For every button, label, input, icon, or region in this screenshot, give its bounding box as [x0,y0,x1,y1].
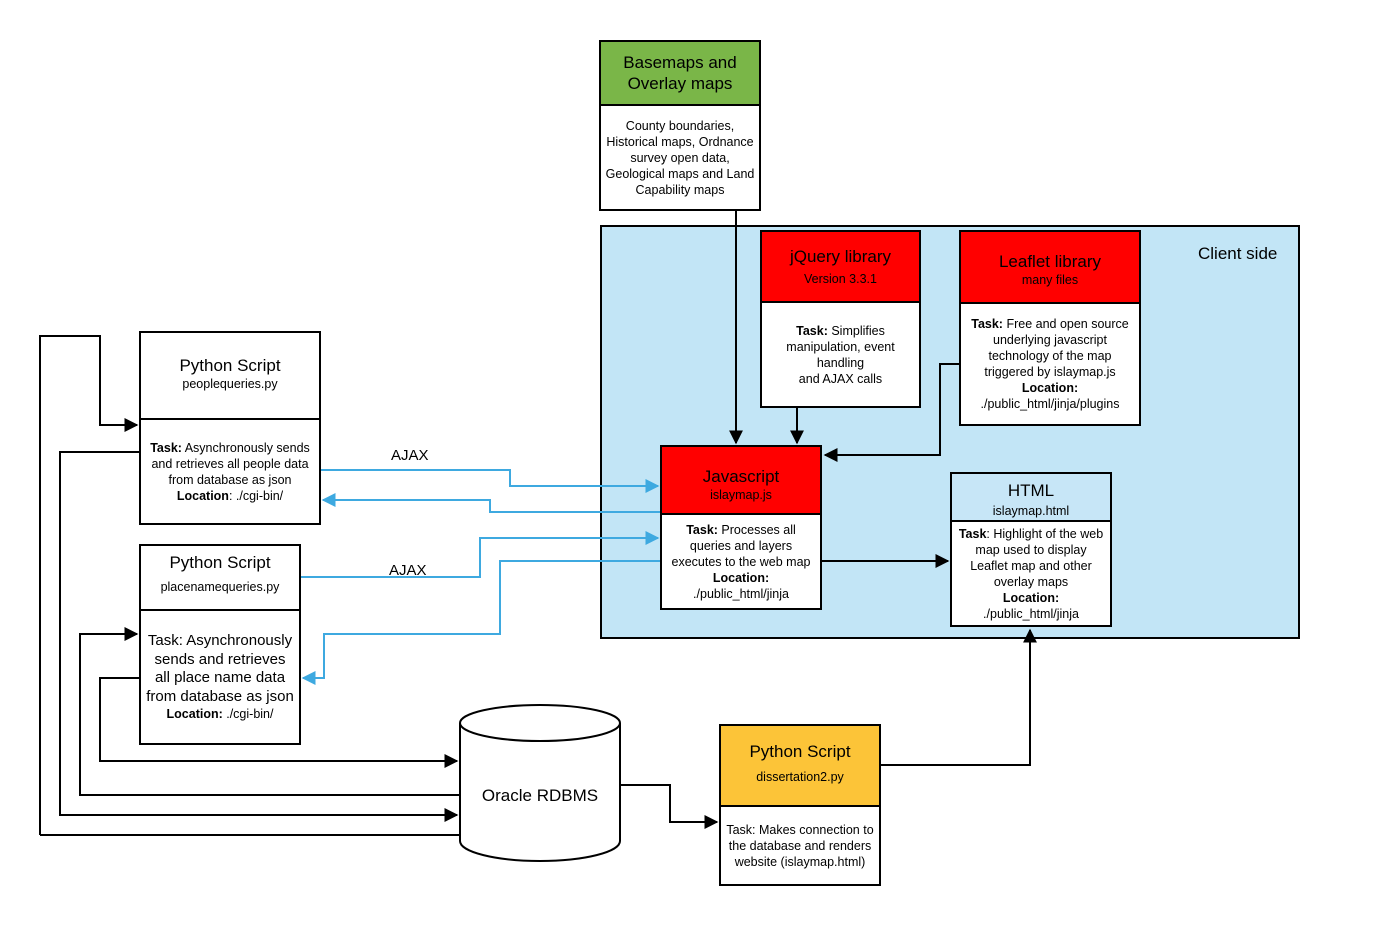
arrow-oracle-to-dissertation [620,784,719,829]
javascript-subtitle: islaymap.js [710,488,772,502]
arrow-loop-to-people [39,335,139,835]
basemaps-body: County boundaries, Historical maps, Ordn… [601,106,759,209]
dissertation-task-text: Task: Makes connection to the database a… [726,822,874,869]
placename-script-subtitle: placenamequeries.py [160,580,280,594]
html-box: HTML islaymap.html Task: Highlight of th… [950,472,1112,627]
html-task-text: : Highlight of the web map used to displ… [970,526,1104,589]
leaflet-body: Task: Free and open source underlying ja… [961,304,1139,424]
people-task-label: Task: [150,440,182,455]
dissertation-script-subtitle: dissertation2.py [756,770,844,784]
jquery-task-text-2: and AJAX calls [798,371,883,386]
people-location-label: Location [176,488,229,503]
jquery-task-label: Task: [796,323,828,338]
people-script-box: Python Script peoplequeries.py Task: Asy… [139,331,321,525]
oracle-cylinder [459,704,621,862]
javascript-body: Task: Processes all queries and layers e… [662,515,820,608]
ajax-label-people: AJAX [391,447,429,464]
dissertation-script-title: Python Script [749,742,851,761]
leaflet-task-label: Task: [971,317,1003,331]
arrow-loop-to-placename [79,627,460,796]
oracle-label: Oracle RDBMS [481,786,599,805]
ajax-javascript-to-placename [301,560,660,685]
placename-task-text: Task: Asynchronously sends and retrieves… [146,632,294,705]
html-location: ./public_html/jinja [983,606,1079,621]
leaflet-location: ./public_html/jinja/plugins [980,397,1120,411]
people-location: : ./cgi-bin/ [228,488,284,503]
arrow-dissertation-to-html [880,628,1037,766]
arrow-leaflet-to-javascript [823,363,960,462]
placename-script-header: Python Script placenamequeries.py [141,546,299,611]
basemaps-title: Basemaps and Overlay maps [623,53,737,93]
arrow-people-to-oracle [59,451,459,822]
dissertation-script-body: Task: Makes connection to the database a… [721,807,879,884]
html-subtitle: islaymap.html [992,504,1070,518]
placename-script-box: Python Script placenamequeries.py Task: … [139,544,301,745]
basemaps-box: Basemaps and Overlay maps County boundar… [599,40,761,211]
placename-script-body: Task: Asynchronously sends and retrieves… [141,611,299,743]
javascript-location-label: Location: [712,570,770,585]
leaflet-title: Leaflet library [998,252,1102,271]
ajax-people-to-javascript [320,469,660,493]
jquery-box: jQuery library Version 3.3.1 Task: Simpl… [760,230,921,408]
javascript-task-label: Task: [686,522,718,537]
basemaps-text: County boundaries, Historical maps, Ordn… [605,118,755,197]
placename-location-label: Location: [166,707,223,721]
client-side-label: Client side [1198,244,1278,263]
people-script-header: Python Script peoplequeries.py [141,333,319,420]
leaflet-subtitle: many files [1021,273,1079,287]
people-script-subtitle: peoplequeries.py [182,377,278,391]
leaflet-header: Leaflet library many files [961,232,1139,304]
jquery-task-text: Simplifies manipulation, event handling [786,323,895,370]
dissertation-script-box: Python Script dissertation2.py Task: Mak… [719,724,881,886]
placename-script-title: Python Script [169,553,271,572]
html-title: HTML [1007,481,1055,500]
leaflet-task-text: Free and open source underlying javascri… [984,317,1129,379]
jquery-body: Task: Simplifies manipulation, event han… [762,303,919,406]
dissertation-script-header: Python Script dissertation2.py [721,726,879,807]
javascript-task-text: Processes all queries and layers execute… [671,522,811,569]
arrow-placename-to-oracle [99,677,459,768]
javascript-header: Javascript islaymap.js [662,447,820,515]
leaflet-box: Leaflet library many files Task: Free an… [959,230,1141,426]
html-body: Task: Highlight of the web map used to d… [952,522,1110,625]
ajax-javascript-to-people [321,493,660,513]
people-script-body: Task: Asynchronously sends and retrieves… [141,420,319,523]
leaflet-location-label: Location: [1021,381,1079,395]
jquery-title: jQuery library [789,247,892,266]
placename-location: ./cgi-bin/ [222,707,274,721]
basemaps-header: Basemaps and Overlay maps [601,42,759,106]
html-location-label: Location: [1002,590,1060,605]
ajax-label-placename: AJAX [389,562,427,579]
people-task-text: Asynchronously sends and retrieves all p… [151,440,310,487]
javascript-box: Javascript islaymap.js Task: Processes a… [660,445,822,610]
html-header: HTML islaymap.html [952,474,1110,522]
jquery-subtitle: Version 3.3.1 [804,272,877,286]
html-task-label: Task [958,526,987,541]
jquery-header: jQuery library Version 3.3.1 [762,232,919,303]
javascript-title: Javascript [702,467,780,486]
ajax-placename-to-javascript [300,531,660,578]
javascript-location: ./public_html/jinja [693,586,789,601]
people-script-title: Python Script [179,356,281,375]
